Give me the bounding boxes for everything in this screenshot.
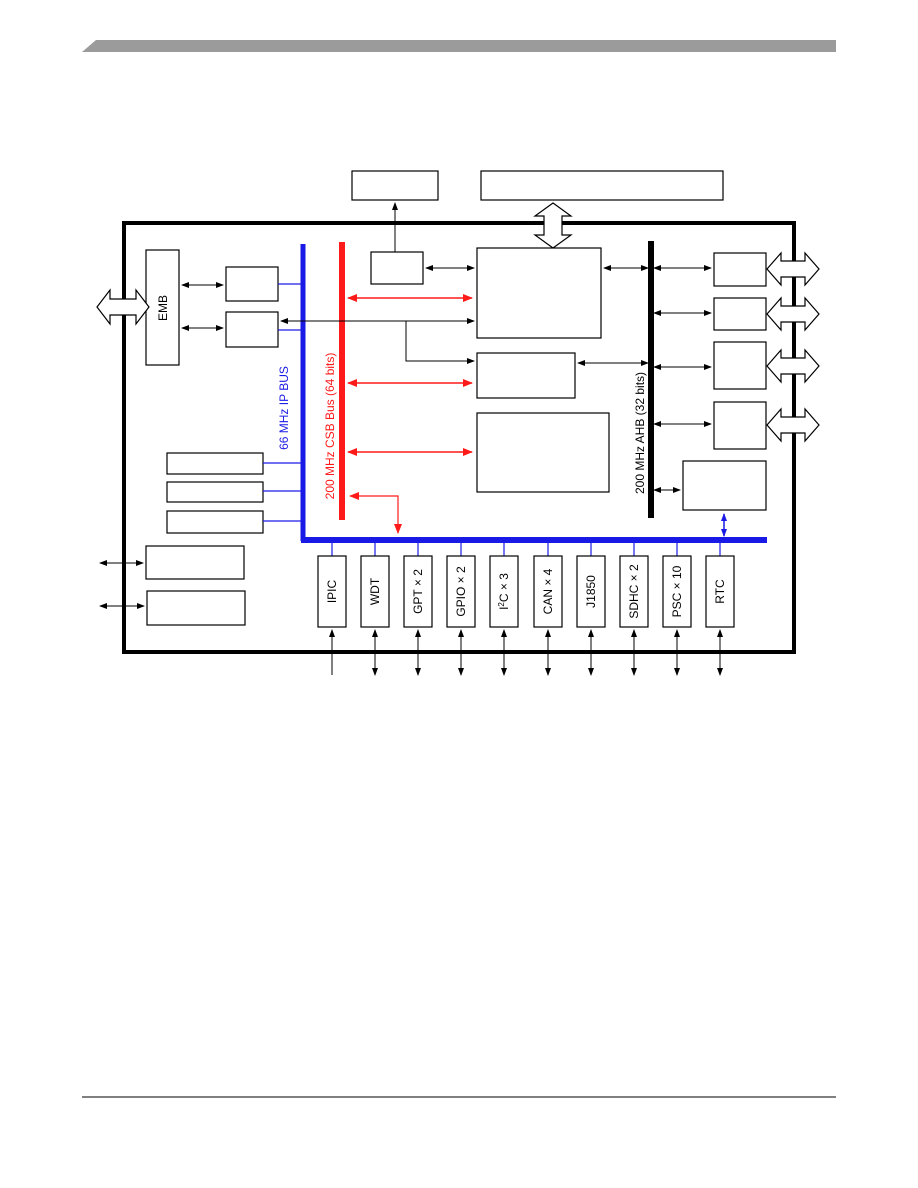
ipic-block [317, 555, 347, 628]
block-right-1 [713, 252, 767, 287]
csb-bus-label: 200 MHz CSB Bus (64 bits) [323, 353, 337, 500]
block-left-2 [225, 311, 279, 348]
core-block [476, 247, 602, 339]
block-left-4 [166, 481, 264, 503]
rtc-label: RTC [713, 579, 727, 604]
ip-bus-label: 66 MHz IP BUS [277, 366, 291, 450]
emb-block [145, 249, 180, 366]
header-bar [82, 40, 836, 52]
wdt-label: WDT [368, 577, 382, 605]
block-left-1 [225, 266, 279, 302]
psc-label: PSC × 10 [670, 565, 684, 617]
gpt-block [403, 555, 433, 628]
block-left-7 [146, 590, 246, 626]
block-left-5 [166, 510, 264, 534]
csb-to-ip-bridge [349, 492, 402, 534]
i2c-label: I2C × 3 [497, 573, 511, 610]
block-left-6 [145, 545, 245, 580]
gpio-label: GPIO × 2 [454, 566, 468, 617]
emb-label: EMB [156, 295, 170, 321]
small-center-block [370, 251, 424, 285]
external-box-top-right [480, 170, 724, 201]
large-center-block [476, 412, 610, 493]
external-box-top-left [351, 170, 439, 201]
emb-external-arrow [96, 288, 150, 326]
psc-block [662, 555, 692, 628]
sdhc-label: SDHC × 2 [627, 564, 641, 619]
external-arrow-right-1 [766, 251, 820, 287]
external-arrow-right-3 [766, 348, 820, 384]
ahb-bus-label: 200 MHz AHB (32 bits) [633, 372, 647, 494]
block-right-4 [713, 401, 767, 450]
gpio-block [446, 555, 476, 628]
branch-to-mid-block [405, 321, 475, 364]
block-right-3 [713, 341, 767, 390]
rtc-block [705, 555, 735, 628]
j1850-block [576, 555, 606, 628]
block-left-3 [166, 452, 264, 475]
memory-interface-arrow [533, 202, 573, 249]
ipic-label: IPIC [325, 580, 339, 604]
external-arrow-right-2 [766, 296, 820, 332]
block-right-5 [682, 460, 767, 511]
block-right-2 [713, 297, 767, 331]
can-label: CAN × 4 [541, 568, 555, 614]
wdt-block [360, 555, 390, 628]
gpt-label: GPT × 2 [411, 569, 425, 614]
peripheral-row: IPIC WDT GPT × 2 GPIO × 2 I2C × 3 CAN × 4 J185… [317, 542, 735, 676]
j1850-label: J1850 [584, 575, 598, 608]
can-block [533, 555, 563, 628]
external-arrow-right-4 [766, 407, 820, 443]
sdhc-block [619, 555, 649, 628]
i2c-block [489, 555, 519, 628]
mid-center-block [476, 352, 576, 399]
